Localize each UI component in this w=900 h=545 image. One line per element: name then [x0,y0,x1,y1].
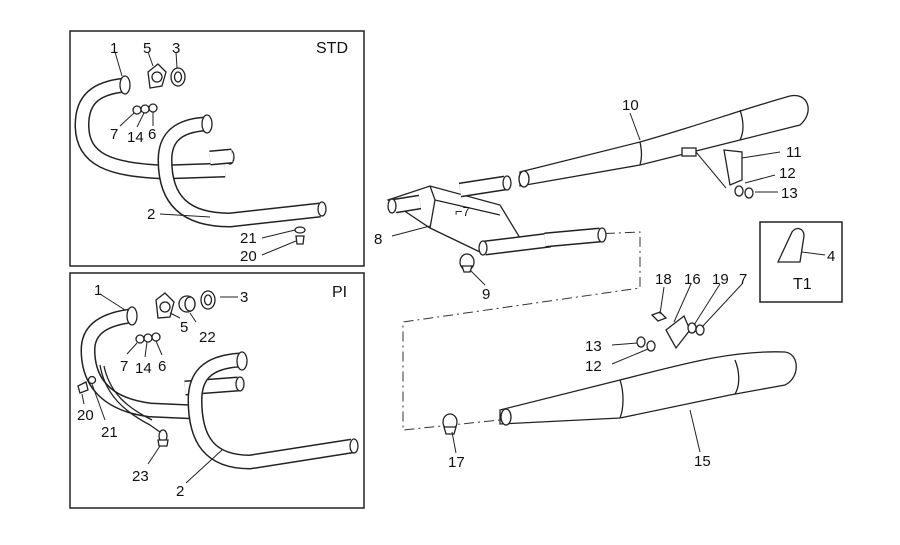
pi-header-pipe-rear [187,351,359,470]
std-stud-6 [148,103,158,113]
pi-callout-22: 22 [199,329,216,346]
callout-11: 11 [786,144,802,161]
std-frame [69,30,365,267]
callout-8: 8 [374,231,382,248]
bracket-4 [776,227,805,263]
pi-callout-7: 7 [120,358,128,375]
callout-17: 17 [448,454,465,471]
t1-frame [759,221,843,303]
pi-gasket-22 [178,295,196,313]
bracket-11 [723,149,743,186]
nut-13 [744,187,754,199]
lower-bracket-assembly [636,311,705,352]
silencer-upper [518,94,809,188]
callout-7: 7 [739,271,747,288]
t1-panel: 4 T1 [759,221,843,303]
pi-callout-5: 5 [180,319,188,336]
pi-callout-14: 14 [135,360,152,377]
pi-screw-20 [77,381,89,394]
pi-stud-6 [151,332,161,342]
mount-tab [681,147,697,157]
callout-10: 10 [622,97,639,114]
std-callout-20: 20 [240,248,257,265]
bracket-16 [665,314,691,350]
pi-callout-1: 1 [94,282,102,299]
pi-callout-6: 6 [158,358,166,375]
callout-4: 4 [827,248,835,265]
nut-7 [695,324,705,336]
pi-title: PI [332,284,347,301]
callout-18: 18 [655,271,672,288]
washer-12 [734,185,744,197]
pi-gasket-3 [200,290,216,310]
callout-19: 19 [712,271,729,288]
pi-washer-21 [87,375,97,385]
pi-panel: PI [69,272,365,509]
pi-callout-23: 23 [132,468,149,485]
pi-callout-21: 21 [101,424,118,441]
std-panel: STD [69,30,365,267]
std-callout-14: 14 [127,129,144,146]
std-washer-14 [140,104,150,114]
std-callout-21: 21 [240,230,257,247]
pi-callout-2: 2 [176,483,184,500]
callout-13: 13 [781,185,798,202]
clamp-9 [459,253,475,273]
pi-callout-20: 20 [77,407,94,424]
std-callout-5: 5 [143,40,151,57]
std-flange [147,63,167,89]
pi-washer-14 [143,333,153,343]
t1-title: T1 [793,276,812,293]
pi-nut-7 [135,334,145,344]
std-callout-2: 2 [147,206,155,223]
std-callout-7: 7 [110,126,118,143]
pi-lambda-sensor [157,429,169,447]
clamp-17 [442,413,458,435]
pi-sensor-wire [99,364,161,433]
callout-16: 16 [684,271,701,288]
alignment-line [402,231,641,431]
bolt-18 [650,311,668,322]
svg-text:⌐7: ⌐7 [455,204,470,219]
std-header-pipe-rear [157,114,327,228]
std-nut-7 [132,105,142,115]
std-gasket [170,67,186,87]
nut-13b [636,336,646,348]
std-title: STD [316,40,348,57]
std-callout-3: 3 [172,40,180,57]
pi-frame [69,272,365,509]
silencer-lower [499,351,797,426]
std-callout-6: 6 [148,126,156,143]
std-washer-21 [294,226,306,234]
std-screw-20 [295,235,305,245]
callout-13b: 13 [585,338,602,355]
crossover-pipe: ⌐7 [386,175,607,256]
callout-12: 12 [779,165,796,182]
callout-12b: 12 [585,358,602,375]
pi-flange [155,292,175,319]
washer-12b [646,340,656,352]
std-callout-1: 1 [110,40,118,57]
callout-9: 9 [482,286,490,303]
pi-callout-3: 3 [240,289,248,306]
callout-15: 15 [694,453,711,470]
